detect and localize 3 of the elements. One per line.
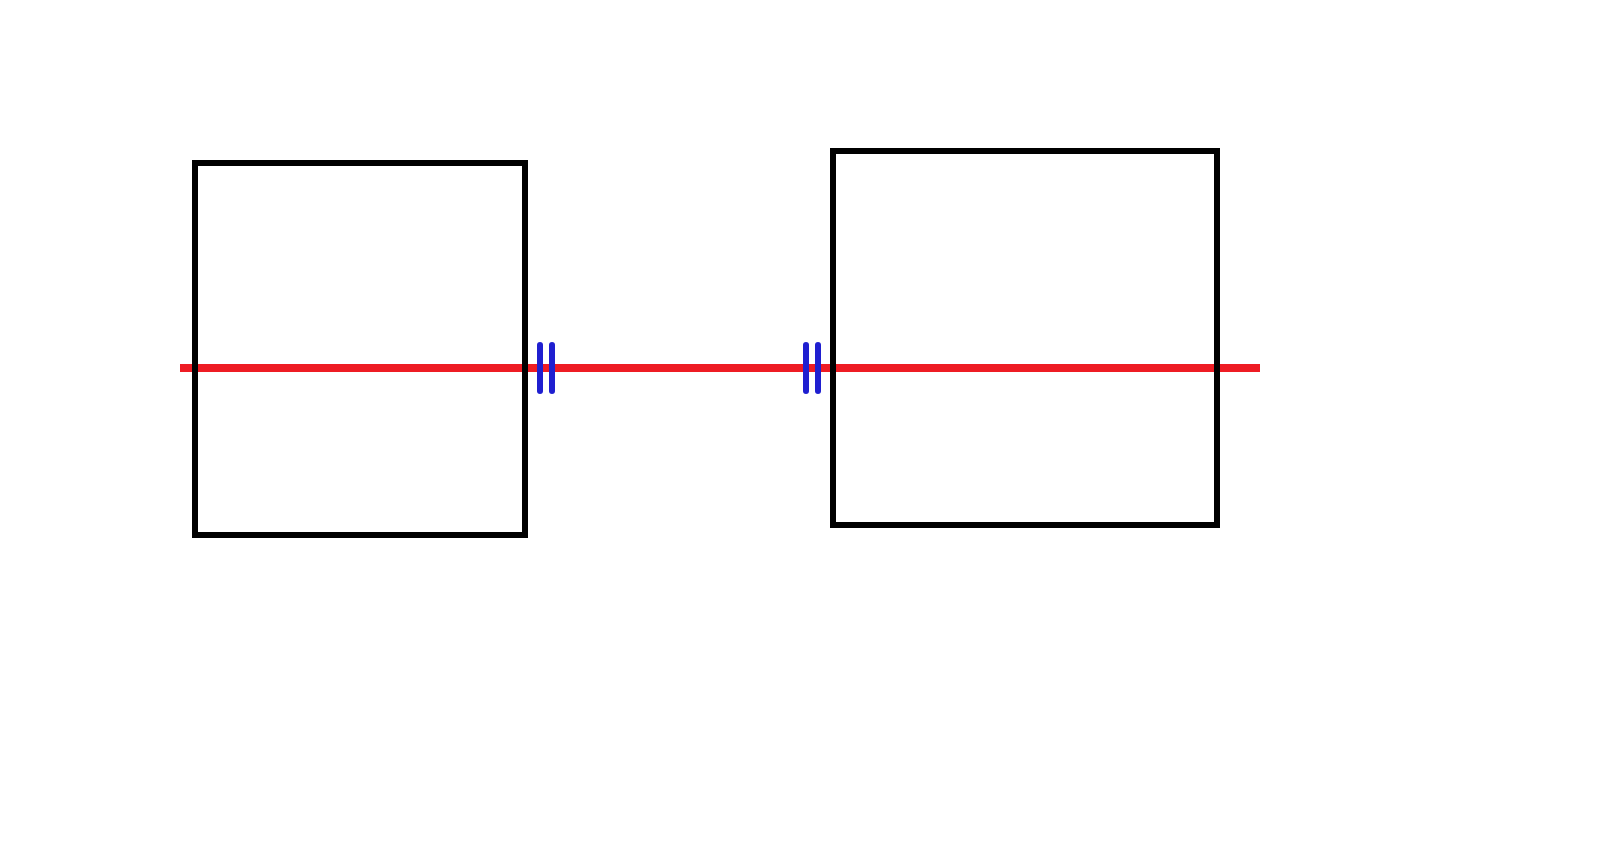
connector-line xyxy=(528,341,830,394)
square-box xyxy=(192,160,528,538)
square-box xyxy=(830,148,1220,528)
